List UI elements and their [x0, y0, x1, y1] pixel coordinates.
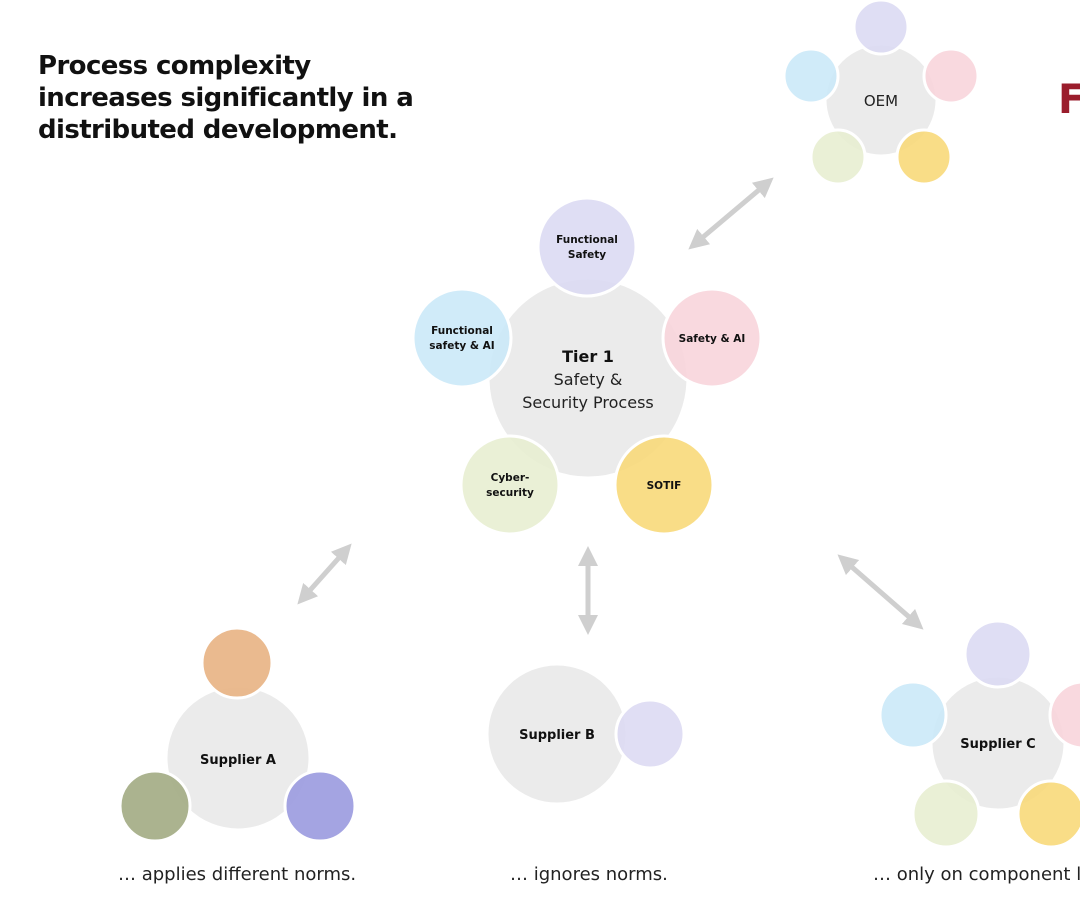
- supplier-a-violet-circle: [283, 769, 357, 843]
- oem-yellow-circle: [895, 128, 953, 186]
- supplier-a-caption: … applies different norms.: [118, 864, 357, 885]
- supplier-a-label: Supplier A: [200, 753, 276, 768]
- arrow-tier1-supplier-a: [297, 543, 352, 605]
- oem-green-circle: [809, 128, 867, 186]
- page-title: Process complexity increases significant…: [38, 51, 414, 145]
- supplier-c-cluster: Supplier C: [878, 619, 1080, 849]
- brand-logo: F: [1058, 77, 1080, 123]
- supplier-c-caption: … only on component l: [873, 864, 1080, 885]
- oem-label: OEM: [864, 92, 898, 110]
- tier1-subtitle-line1: Safety &: [554, 370, 623, 389]
- cybersecurity-label-2: security: [486, 487, 534, 499]
- safety-ai-label: Safety & AI: [679, 333, 746, 345]
- supplier-c-label: Supplier C: [960, 737, 1035, 752]
- supplier-b-cluster: Supplier B: [485, 662, 686, 806]
- oem-blue-circle: [782, 47, 840, 105]
- supplier-a-olive-circle: [118, 769, 192, 843]
- functional-safety-ai-circle: [411, 287, 513, 389]
- supplier-c-yellow-circle: [1016, 779, 1080, 849]
- oem-cluster: OEM: [782, 0, 980, 186]
- supplier-a-orange-circle: [200, 626, 274, 700]
- supplier-a-cluster: Supplier A: [118, 626, 357, 843]
- functional-safety-label-1: Functional: [556, 234, 618, 246]
- supplier-c-pink-circle: [1048, 680, 1080, 750]
- tier1-subtitle-line2: Security Process: [522, 393, 653, 412]
- functional-safety-ai-label-2: safety & AI: [429, 340, 494, 352]
- connector-arrows: [297, 177, 924, 635]
- sotif-label: SOTIF: [647, 480, 682, 492]
- supplier-b-caption: … ignores norms.: [510, 864, 668, 885]
- supplier-b-purple-circle: [614, 698, 686, 770]
- functional-safety-circle: [536, 196, 638, 298]
- sotif-circle: [613, 434, 715, 536]
- oem-pink-circle: [922, 47, 980, 105]
- cybersecurity-circle: [459, 434, 561, 536]
- supplier-c-blue-circle: [878, 680, 948, 750]
- supplier-c-purple-circle: [963, 619, 1033, 689]
- supplier-b-label: Supplier B: [519, 728, 595, 743]
- tier1-cluster: Tier 1 Safety & Security Process Functio…: [411, 196, 763, 536]
- tier1-title: Tier 1: [562, 347, 614, 366]
- cybersecurity-label-1: Cyber-: [491, 472, 530, 484]
- safety-ai-circle: [661, 287, 763, 389]
- oem-purple-circle: [852, 0, 910, 56]
- supplier-c-green-circle: [911, 779, 981, 849]
- arrow-tier1-oem: [688, 177, 774, 250]
- functional-safety-ai-label-1: Functional: [431, 325, 493, 337]
- arrow-tier1-supplier-c: [837, 554, 924, 630]
- functional-safety-label-2: Safety: [568, 249, 606, 261]
